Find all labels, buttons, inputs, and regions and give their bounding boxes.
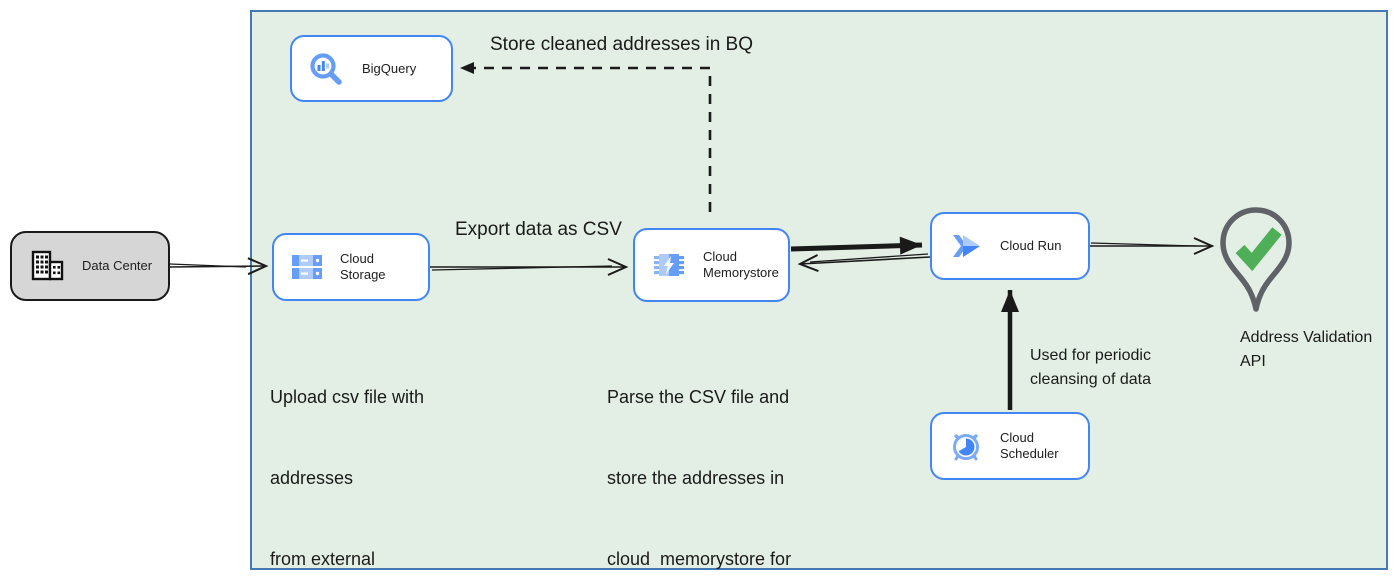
node-address-validation-api[interactable] bbox=[1217, 204, 1295, 337]
data-center-icon bbox=[31, 250, 64, 281]
arrow-datacenter-to-storage bbox=[169, 257, 269, 276]
gcp-boundary-container bbox=[250, 10, 1388, 570]
annotation-periodic: Used for periodic cleansing of data bbox=[1030, 347, 1151, 388]
bigquery-icon bbox=[310, 52, 342, 85]
cloud-memorystore-icon bbox=[654, 254, 684, 276]
node-cloud-memorystore[interactable]: Cloud Memorystore bbox=[633, 228, 790, 302]
node-cloud-scheduler[interactable]: Cloud Scheduler bbox=[930, 412, 1090, 480]
node-cloud-storage[interactable]: Cloud Storage bbox=[272, 233, 430, 301]
location-pin-check-icon bbox=[1220, 207, 1292, 312]
label-address-validation-api: Address Validation API bbox=[1240, 329, 1373, 370]
cloud-scheduler-icon bbox=[953, 434, 979, 461]
annotation-parse: Parse the CSV file and store the address… bbox=[607, 387, 792, 569]
node-data-center[interactable]: Data Center bbox=[10, 231, 170, 301]
node-label-bigquery: BigQuery bbox=[362, 60, 417, 76]
node-label-data-center: Data Center bbox=[82, 258, 153, 273]
annotation-export-csv: Export data as CSV bbox=[455, 219, 622, 240]
node-bigquery[interactable]: BigQuery bbox=[290, 35, 453, 102]
node-label-cloud-memorystore: Cloud Memorystore bbox=[703, 249, 779, 280]
annotation-store-bq: Store cleaned addresses in BQ bbox=[490, 34, 753, 55]
arrow-memorystore-to-run bbox=[790, 236, 923, 255]
cloud-storage-icon bbox=[292, 255, 322, 279]
node-cloud-run[interactable]: Cloud Run bbox=[930, 212, 1090, 280]
arrow-memorystore-to-bigquery bbox=[460, 62, 712, 212]
cloud-run-icon bbox=[953, 235, 980, 257]
arrow-storage-to-memorystore bbox=[430, 258, 629, 276]
node-label-cloud-storage: Cloud Storage bbox=[340, 251, 386, 282]
arrow-run-to-memorystore bbox=[797, 253, 931, 272]
node-label-cloud-scheduler: Cloud Scheduler bbox=[1000, 430, 1059, 461]
arrow-run-to-validation bbox=[1090, 237, 1215, 255]
node-label-cloud-run: Cloud Run bbox=[1000, 238, 1062, 253]
annotation-upload: Upload csv file with addresses from exte… bbox=[270, 387, 425, 569]
